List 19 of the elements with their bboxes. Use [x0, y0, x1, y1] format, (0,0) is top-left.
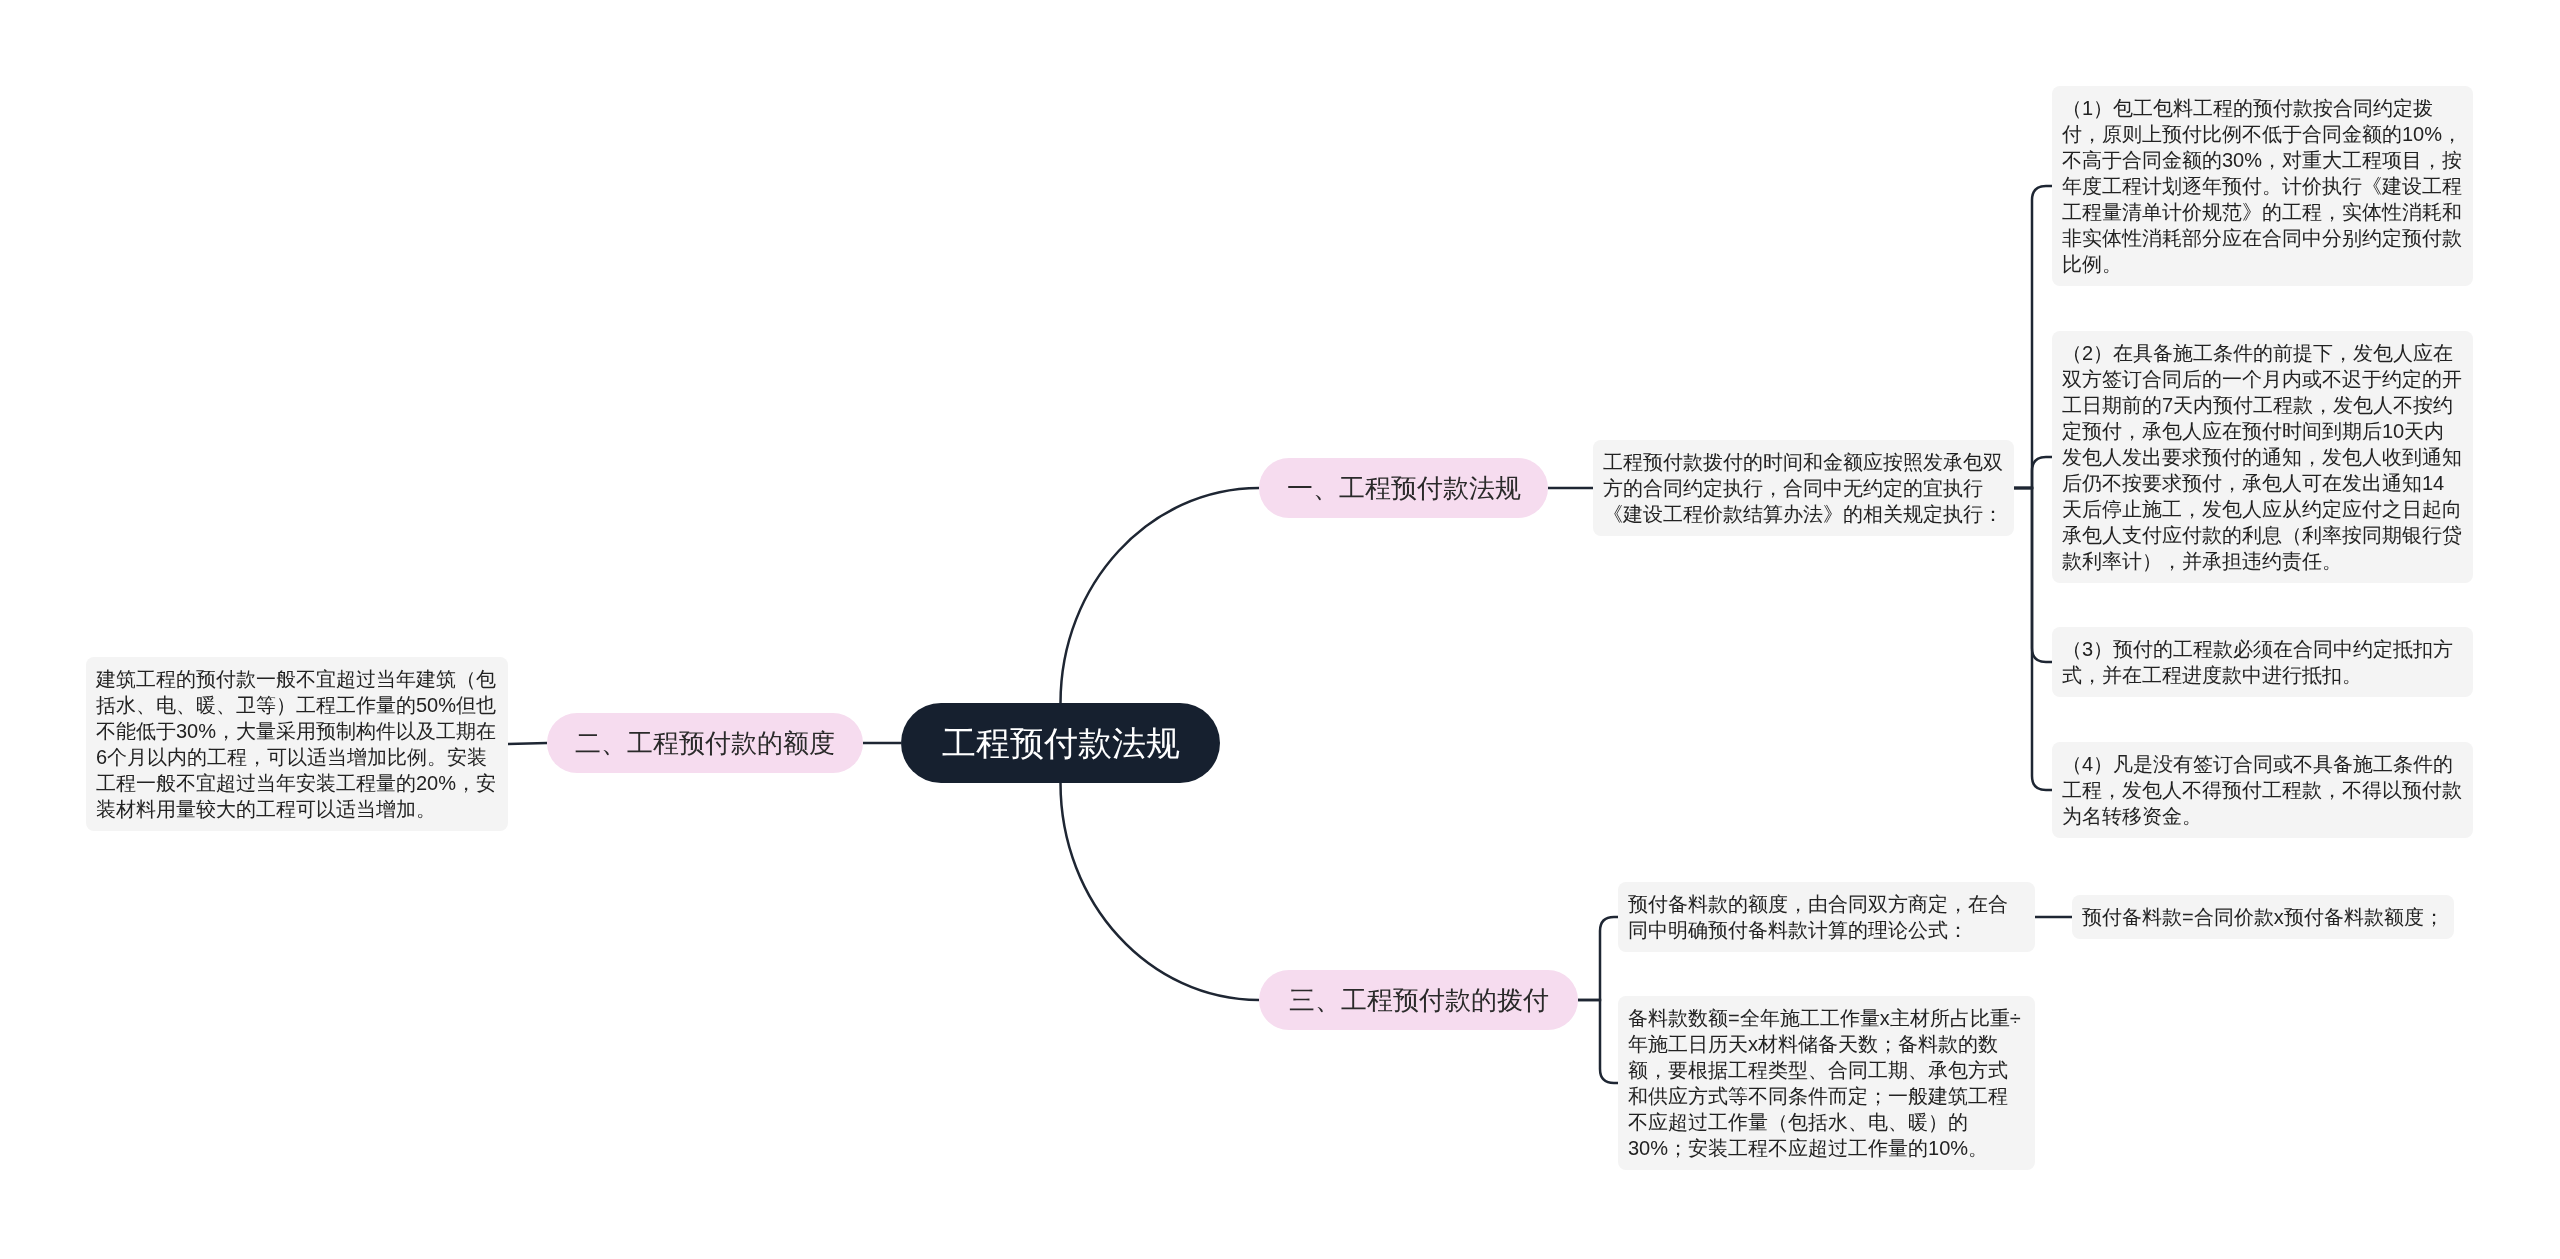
note-card: （4）凡是没有签订合同或不具备施工条件的工程，发包人不得预付工程款，不得以预付款为名转移资金。: [2052, 742, 2473, 838]
note-card: 备料款数额=全年施工工作量x主材所占比重÷年施工日历天x材料储备天数；备料款的数额，要根据工程类型、合同工期、承包方式和供应方式等不同条件而定；一般建筑工程不应超过工作量（包括水、电、暖）的30%；安装工程不应超过工作量的10%。: [1618, 996, 2035, 1170]
connector-line: [1059, 782, 1260, 1002]
connector-line: [1548, 486, 1593, 490]
connector-line: [2035, 915, 2072, 919]
note-card: 预付备料款的额度，由合同双方商定，在合同中明确预付备料款计算的理论公式：: [1618, 882, 2035, 952]
note-card: 建筑工程的预付款一般不宜超过当年建筑（包括水、电、暖、卫等）工程工作量的50%但也不能低于30%，大量采用预制构件以及工期在6个月以内的工程，可以适当增加比例。安装工程一般不宜超过当年安装工程量的20%，安装材料用量较大的工程可以适当增加。: [86, 657, 508, 831]
topic-pill: 二、工程预付款的额度: [547, 713, 863, 773]
connector-line: [1059, 486, 1260, 704]
note-card: 预付备料款=合同价款x预付备料款额度；: [2072, 895, 2454, 939]
topic-pill: 一、工程预付款法规: [1259, 458, 1548, 518]
topic-pill: 三、工程预付款的拨付: [1259, 970, 1578, 1030]
note-card: （3）预付的工程款必须在合同中约定抵扣方式，并在工程进度款中进行抵扣。: [2052, 627, 2473, 697]
connector-line: [507, 741, 548, 746]
note-card: （1）包工包料工程的预付款按合同约定拨付，原则上预付比例不低于合同金额的10%，不高于合同金额的30%，对重大工程项目，按年度工程计划逐年预付。计价执行《建设工程工程量清单计价规范》的工程，实体性消耗和非实体性消耗部分应在合同中分别约定预付款比例。: [2052, 86, 2473, 286]
connector-line: [863, 741, 901, 745]
note-card: （2）在具备施工条件的前提下，发包人应在双方签订合同后的一个月内或不迟于约定的开工日期前的7天内预付工程款，发包人不按约定预付，承包人应在预付时间到期后10天内发包人发出要求预付的通知，发包人收到通知后仍不按要求预付，承包人可在发出通知14天后停止施工，发包人应从约定应付之日起向承包人支付应付款的利息（利率按同期银行贷款利率计），并承担违约责任。: [2052, 331, 2473, 583]
central-topic: 工程预付款法规: [901, 703, 1220, 783]
note-card: 工程预付款拨付的时间和金额应按照发承包双方的合同约定执行，合同中无约定的宜执行《建设工程价款结算办法》的相关规定执行：: [1593, 440, 2014, 536]
